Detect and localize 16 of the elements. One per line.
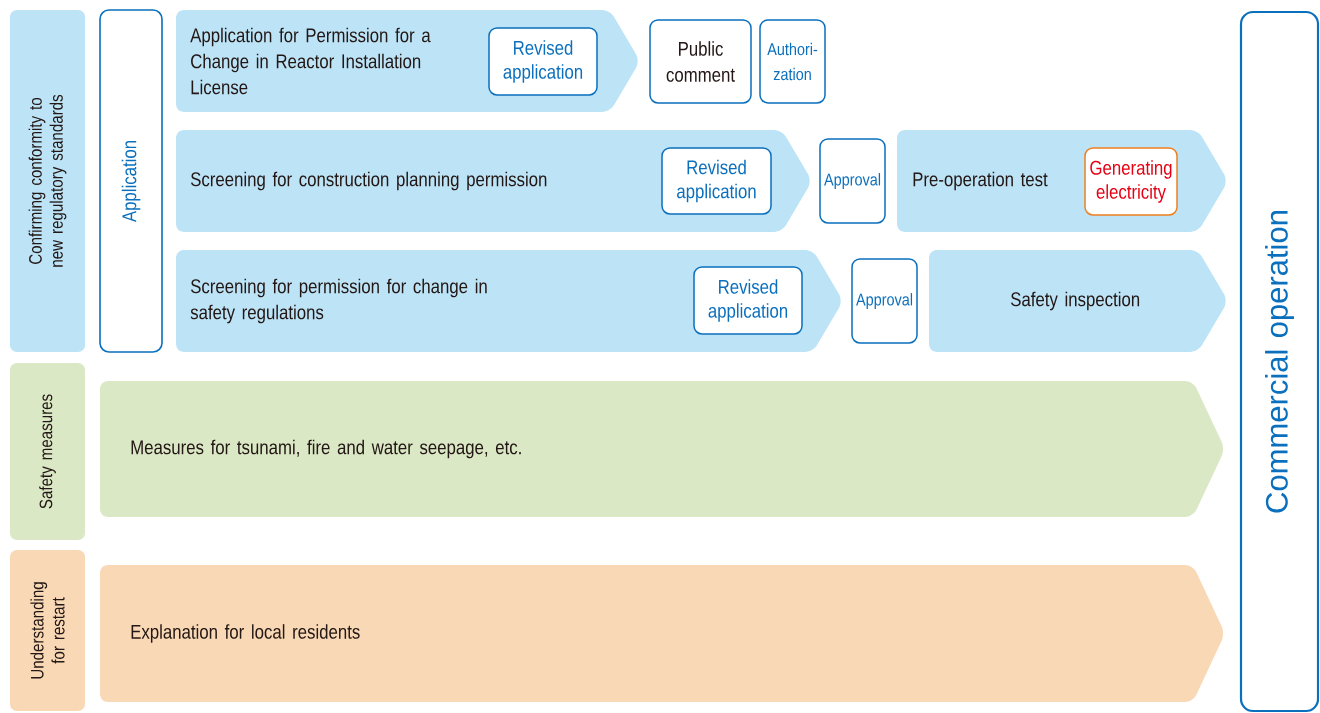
category-band: Safety measures [10, 363, 85, 540]
outcome-box: Commercial operation [1239, 10, 1320, 713]
step-box: Authori- zation [759, 19, 826, 104]
step-box: Public comment [649, 19, 752, 104]
step-box: Approval [851, 258, 918, 344]
stage-band: Measures for tsunami, fire and water seepage, etc. [100, 381, 1223, 517]
step-box: Application [99, 9, 163, 353]
step-box: Revised application [693, 266, 803, 335]
step-box: Generating electricity [1084, 147, 1178, 216]
step-box: Approval [819, 138, 886, 224]
step-box: Revised application [488, 27, 598, 96]
step-box: Revised application [661, 147, 772, 215]
category-band: Confirming conformity to new regulatory standards [10, 10, 85, 352]
category-band: Understanding for restart [10, 550, 85, 711]
stage-band: Safety inspection [929, 250, 1226, 352]
stage-band: Explanation for local residents [100, 565, 1224, 702]
